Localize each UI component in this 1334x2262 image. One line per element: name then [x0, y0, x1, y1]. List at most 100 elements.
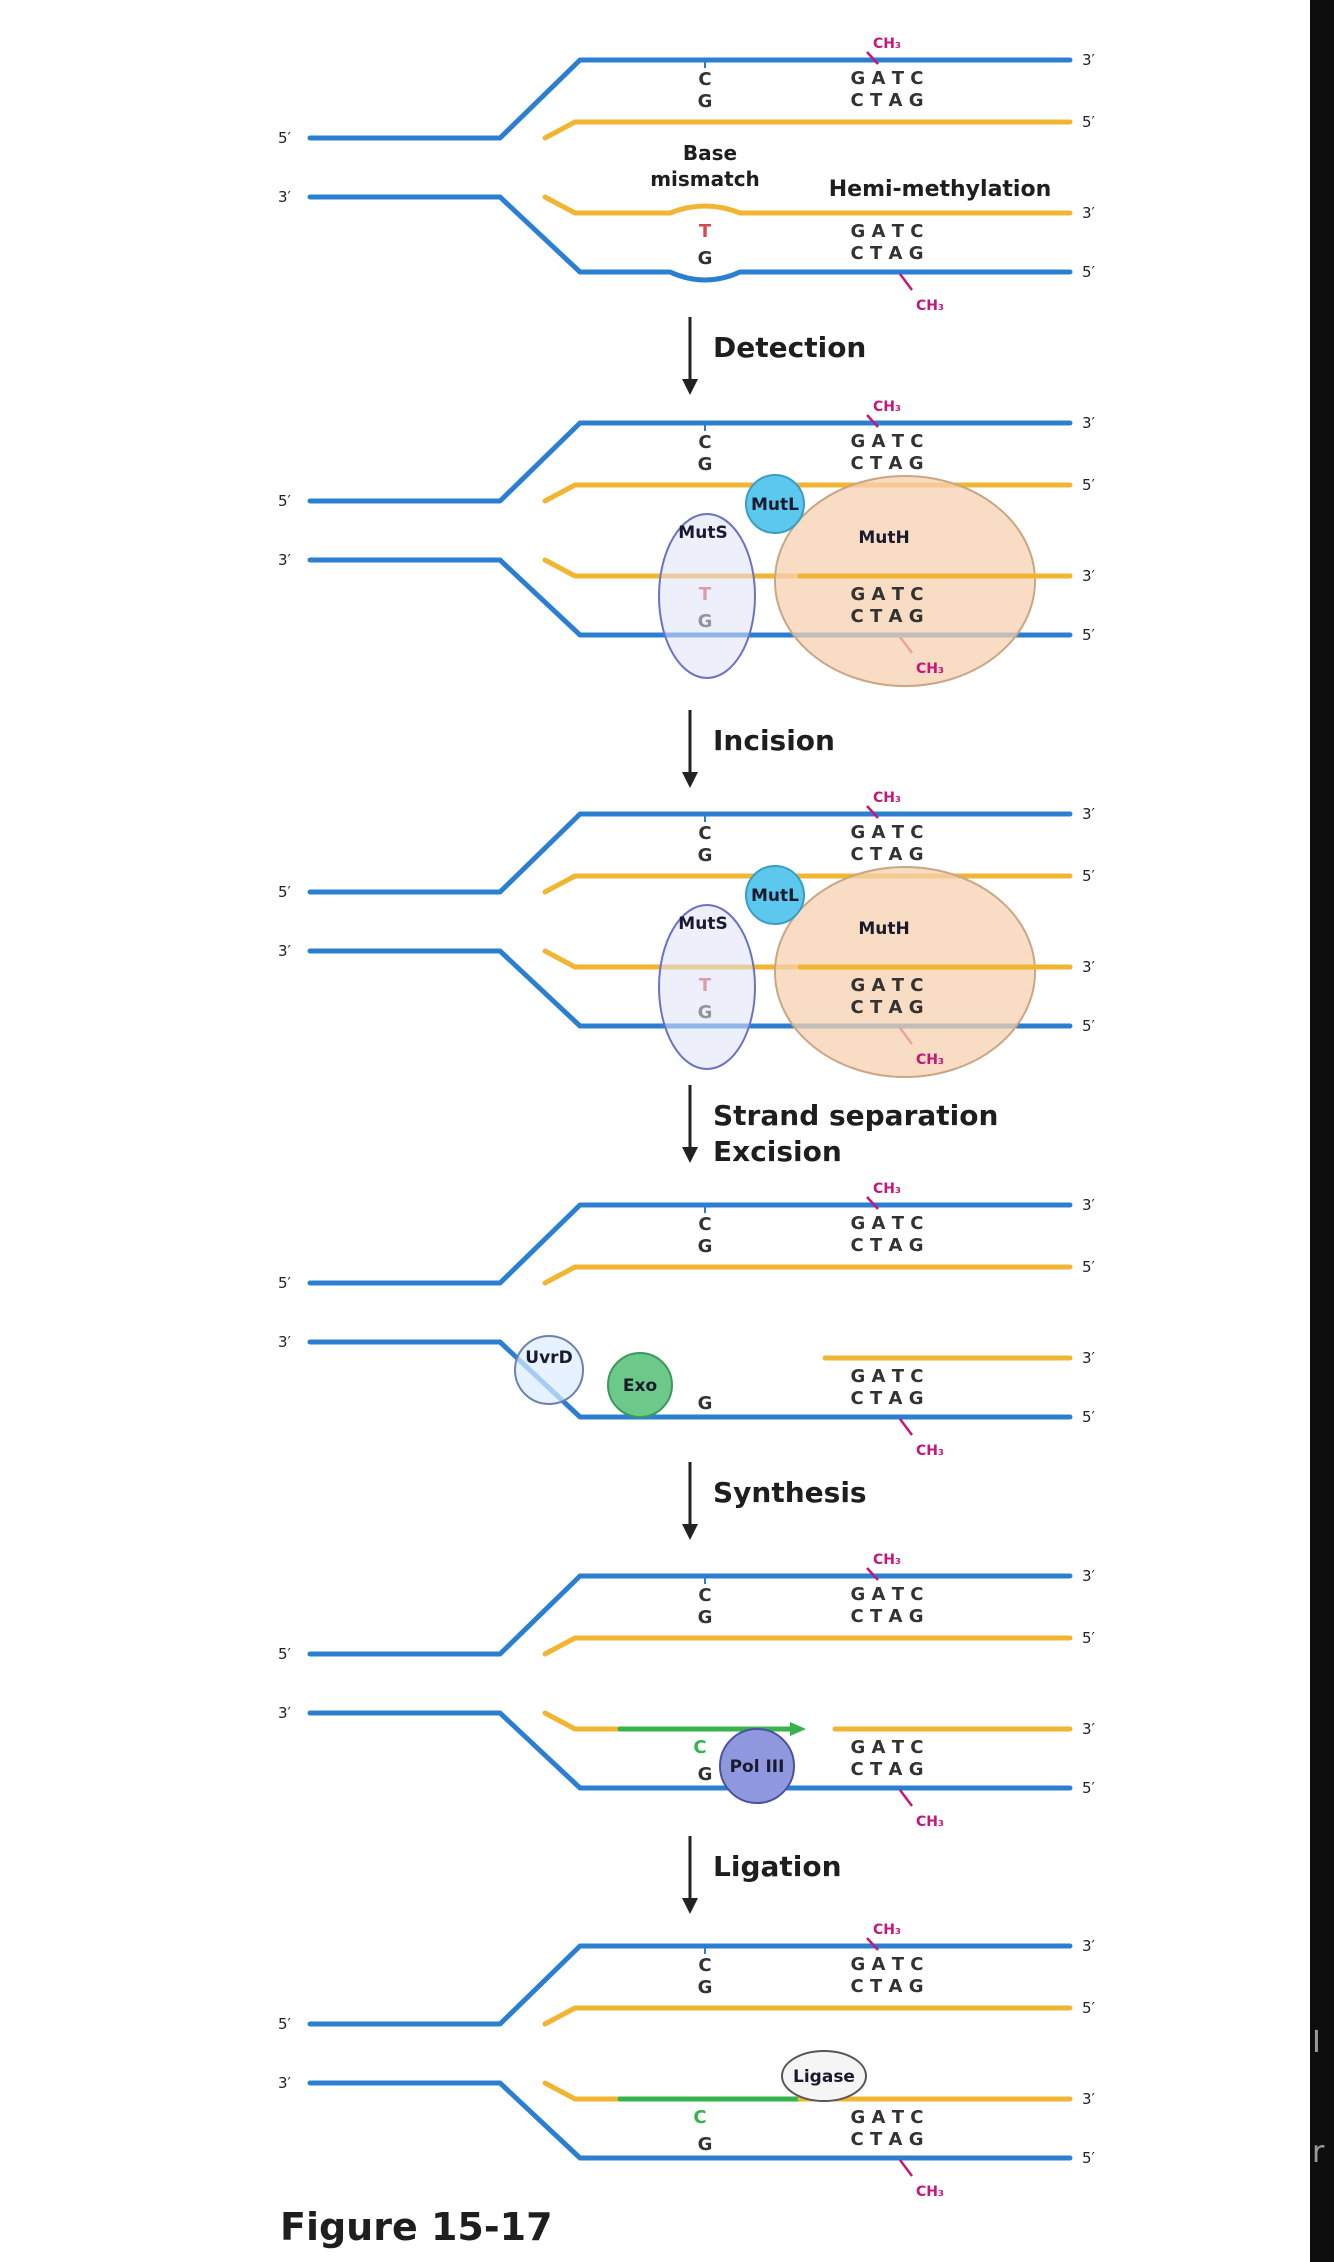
terminus-3prime-left: 3′: [278, 1333, 292, 1351]
methyl-group-overlay: CH₃: [916, 1052, 944, 1068]
ctag-bottom: C T A G: [851, 2129, 924, 2150]
parental-strand-top: [307, 1202, 1073, 1286]
terminus-3prime-left: 3′: [278, 942, 292, 960]
parental-strand-bottom: [307, 2080, 1073, 2161]
ctag-top: C T A G: [851, 844, 924, 865]
muts-label: MutS: [678, 914, 727, 934]
methyl-group-overlay: CH₃: [916, 661, 944, 677]
ligase-label: Ligase: [793, 2067, 855, 2087]
methyl-group-top: CH₃: [873, 1552, 901, 1568]
terminus-5prime-right: 5′: [1082, 476, 1096, 494]
ctag-top: C T A G: [851, 90, 924, 111]
methyl-group-top: CH₃: [873, 790, 901, 806]
terminus-3prime-right: 3′: [1082, 1937, 1096, 1955]
methyl-group-top: CH₃: [873, 1922, 901, 1938]
new-base-c: C: [693, 1737, 706, 1758]
annotation-hemi-methylation: Hemi-methylation: [829, 177, 1052, 202]
muth-protein: [774, 866, 1036, 1078]
methyl-group-top: CH₃: [873, 1181, 901, 1197]
ctag-bottom: C T A G: [851, 243, 924, 264]
methyl-group-bottom: CH₃: [916, 298, 944, 314]
gatc-top: G A T C: [851, 1213, 924, 1234]
step-label: Ligation: [713, 1850, 842, 1883]
terminus-3prime-right: 3′: [1082, 204, 1096, 222]
base-c: C: [698, 823, 711, 844]
parental-strand-bottom: [307, 1339, 1073, 1420]
terminus-3prime-left: 3′: [278, 1704, 292, 1722]
base-g: G: [698, 1236, 713, 1257]
muth-protein: [774, 475, 1036, 687]
terminus-5prime-right: 5′: [1082, 626, 1096, 644]
mismatch-base-t: T: [699, 221, 712, 242]
mutl-label: MutL: [751, 886, 799, 906]
terminus-3prime-right: 3′: [1082, 1349, 1096, 1367]
terminus-5prime-right: 5′: [1082, 1629, 1096, 1647]
pol3-label: Pol III: [730, 1757, 785, 1777]
ctag-bottom: C T A G: [851, 1759, 924, 1780]
window-edge-strip: I r: [1310, 0, 1334, 2262]
base-g: G: [698, 845, 713, 866]
uvrd-label: UvrD: [525, 1348, 572, 1368]
terminus-3prime-right: 3′: [1082, 2090, 1096, 2108]
base-c: C: [698, 1214, 711, 1235]
base-g-lower: G: [698, 2134, 713, 2155]
terminus-5prime-left: 5′: [278, 883, 292, 901]
terminus-3prime-right: 3′: [1082, 567, 1096, 585]
gatc-top: G A T C: [851, 1954, 924, 1975]
terminus-3prime-right: 3′: [1082, 1720, 1096, 1738]
terminus-5prime-right: 5′: [1082, 1779, 1096, 1797]
base-c: C: [698, 69, 711, 90]
parental-strand-bottom: [307, 1710, 1073, 1791]
parental-strand-top: [307, 1573, 1073, 1657]
daughter-strand-top: [542, 119, 1073, 141]
ctag-bottom-overlay: C T A G: [851, 606, 924, 627]
ctag-top: C T A G: [851, 1606, 924, 1627]
terminus-5prime-left: 5′: [278, 129, 292, 147]
daughter-strand-bottom-left: [542, 1710, 623, 1732]
terminus-5prime-left: 5′: [278, 492, 292, 510]
step-label: Incision: [713, 724, 835, 757]
base-g: G: [698, 454, 713, 475]
step-arrow: Detection: [682, 317, 866, 395]
daughter-strand-top: [542, 482, 1073, 504]
base-g-lower: G: [698, 248, 713, 269]
base-g-lower: G: [698, 1393, 713, 1414]
ctag-bottom: C T A G: [851, 1388, 924, 1409]
gatc-bottom-overlay: G A T C: [851, 584, 924, 605]
step-arrow: Synthesis: [682, 1462, 867, 1540]
annotation-mismatch: mismatch: [650, 167, 760, 191]
muts-protein: [658, 513, 756, 679]
methyl-group-bottom: CH₃: [916, 2184, 944, 2200]
terminus-3prime-right: 3′: [1082, 805, 1096, 823]
terminus-5prime-left: 5′: [278, 1274, 292, 1292]
daughter-strand-top: [542, 873, 1073, 895]
ctag-bottom-overlay: C T A G: [851, 997, 924, 1018]
daughter-strand-top: [542, 2005, 1073, 2027]
daughter-strand-bottom: [542, 194, 1073, 216]
ligase-protein: [781, 2050, 867, 2102]
terminus-3prime-left: 3′: [278, 2074, 292, 2092]
gatc-bottom: G A T C: [851, 1737, 924, 1758]
pol3-protein: [719, 1728, 795, 1804]
terminus-5prime-right: 5′: [1082, 263, 1096, 281]
base-g: G: [698, 91, 713, 112]
step-arrow: Ligation: [682, 1836, 842, 1914]
gatc-top: G A T C: [851, 1584, 924, 1605]
exo-label: Exo: [623, 1376, 657, 1396]
terminus-3prime-right: 3′: [1082, 958, 1096, 976]
new-base-c: C: [693, 2107, 706, 2128]
gatc-bottom: G A T C: [851, 1366, 924, 1387]
parental-strand-bottom: [307, 194, 1073, 283]
methyl-group-top: CH₃: [873, 36, 901, 52]
daughter-strand-bottom-left: [542, 2080, 623, 2102]
terminus-5prime-right: 5′: [1082, 1408, 1096, 1426]
methyl-group-bottom: CH₃: [916, 1814, 944, 1830]
gatc-bottom: G A T C: [851, 2107, 924, 2128]
mutl-label: MutL: [751, 495, 799, 515]
